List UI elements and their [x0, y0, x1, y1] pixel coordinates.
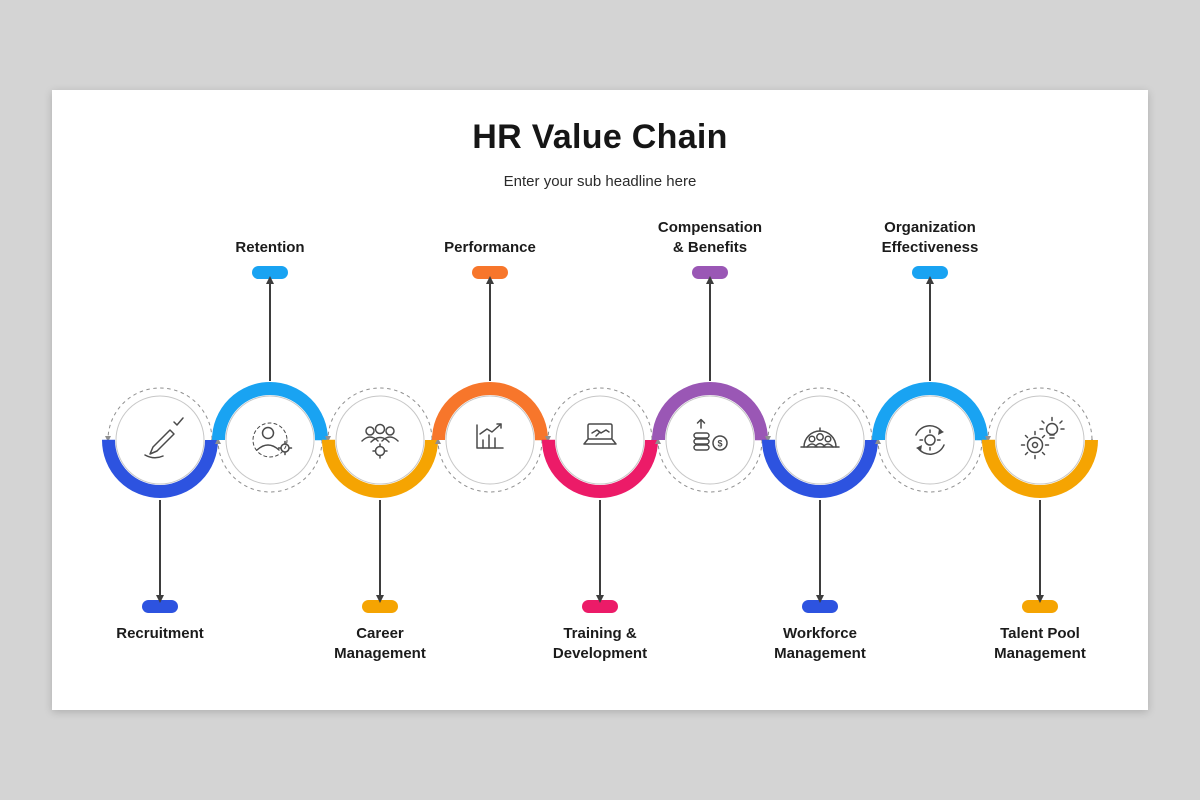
label-talent-pool-management: Talent Pool Management: [994, 625, 1086, 662]
connector-talent-pool-management: [1036, 500, 1043, 603]
slide: HR Value Chain Enter your sub headline h…: [52, 90, 1148, 710]
node-circle: [225, 395, 315, 485]
arc-organization-effectiveness: [872, 382, 988, 498]
pill-talent-pool-management: [1022, 600, 1058, 613]
node-circle: [335, 395, 425, 485]
connector-recruitment: [156, 500, 163, 603]
pill-performance: [472, 266, 508, 279]
connector-career-management: [376, 500, 383, 603]
arc-career-management: [322, 382, 438, 498]
pill-training-development: [582, 600, 618, 613]
person-gear-icon: [252, 422, 293, 458]
label-training-development: Training & Development: [552, 625, 648, 662]
arc-workforce-management: [762, 382, 878, 498]
node-talent-pool-management: [975, 375, 1105, 505]
pill-organization-effectiveness: [912, 266, 948, 279]
cycle-arrows-gear-icon: [915, 425, 945, 455]
connector-organization-effectiveness: [926, 276, 933, 381]
pill-workforce-management: [802, 600, 838, 613]
pill-recruitment: [142, 600, 178, 613]
connector-performance: [486, 276, 493, 381]
pill-retention: [252, 266, 288, 279]
label-career-management: Career Management: [334, 625, 426, 662]
connector-workforce-management: [816, 500, 823, 603]
connector-training-development: [596, 500, 603, 603]
node-compensation-benefits: $: [645, 375, 775, 505]
label-compensation-benefits: Compensation & Benefits: [657, 219, 763, 257]
label-performance: Performance: [444, 239, 536, 257]
node-circle: [885, 395, 975, 485]
label-recruitment: Recruitment: [116, 625, 204, 642]
arc-compensation-benefits: [652, 382, 768, 498]
node-circle: [665, 395, 755, 485]
laptop-handshake-icon: [583, 423, 617, 445]
label-organization-effectiveness: Organization Effectiveness: [881, 219, 979, 257]
connector-compensation-benefits: [706, 276, 713, 381]
arc-training-development: [542, 382, 658, 498]
svg-text:$: $: [717, 439, 722, 449]
coins-dollar-icon: $: [693, 418, 728, 451]
slide-title: HR Value Chain: [472, 118, 728, 156]
team-gear-icon: [361, 423, 399, 459]
node-organization-effectiveness: [865, 375, 995, 505]
node-training-development: [535, 375, 665, 505]
node-workforce-management: [755, 375, 885, 505]
arc-performance: [432, 382, 548, 498]
gear-bulb-icon: [1020, 416, 1065, 460]
node-performance: [425, 375, 555, 505]
node-circle: [445, 395, 535, 485]
pill-career-management: [362, 600, 398, 613]
connector-retention: [266, 276, 273, 381]
people-dome-icon: [800, 427, 840, 448]
arc-recruitment: [102, 382, 218, 498]
hand-signing-icon: [144, 417, 184, 459]
arc-retention: [212, 382, 328, 498]
node-circle: [555, 395, 645, 485]
chart-growth-icon: [476, 423, 504, 449]
node-retention: [205, 375, 335, 505]
label-workforce-management: Workforce Management: [774, 625, 866, 662]
pill-compensation-benefits: [692, 266, 728, 279]
arc-talent-pool-management: [982, 382, 1098, 498]
node-recruitment: [95, 375, 225, 505]
slide-subtitle: Enter your sub headline here: [503, 173, 697, 190]
label-retention: Retention: [235, 239, 305, 257]
